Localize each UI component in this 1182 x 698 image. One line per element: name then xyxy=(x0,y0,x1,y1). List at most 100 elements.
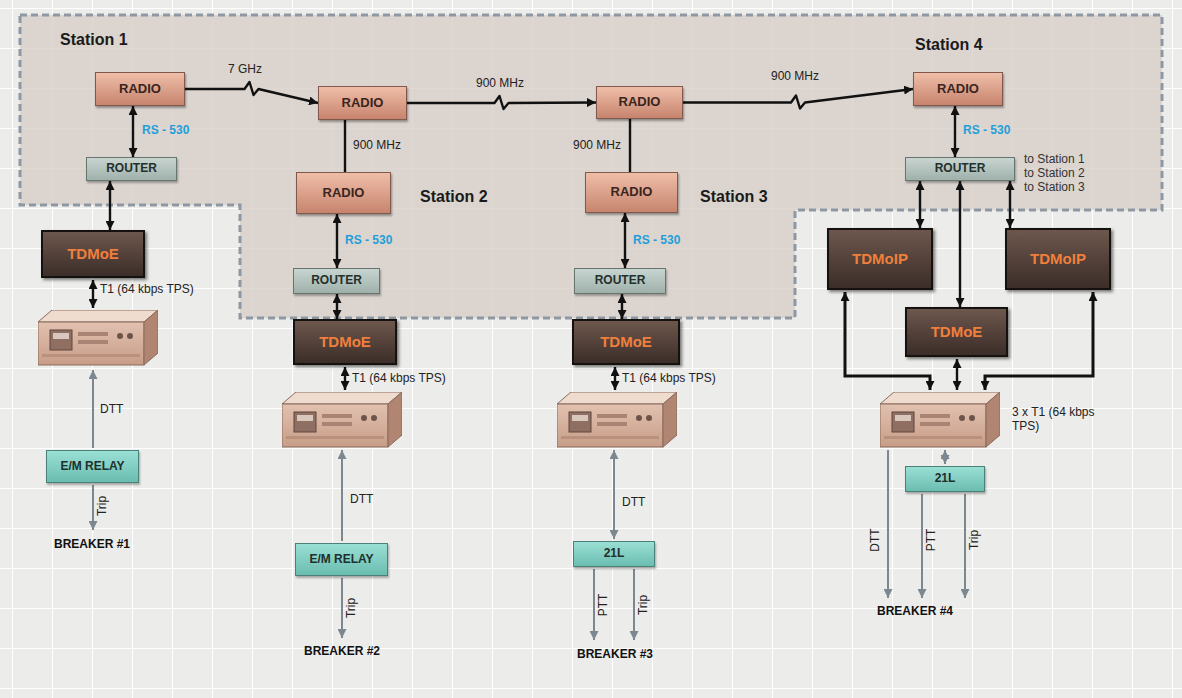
radio-box: RADIO xyxy=(913,72,1003,106)
node-text: TDMoE xyxy=(600,333,652,350)
router-box: ROUTER xyxy=(86,157,177,181)
data-link xyxy=(132,106,134,157)
trip-wire xyxy=(964,494,966,598)
interface-label: RS - 530 xyxy=(963,124,1010,138)
multiplexer xyxy=(880,392,1000,447)
breaker-label: BREAKER #3 xyxy=(577,648,653,662)
data-link xyxy=(959,181,961,307)
node-text: TDMoE xyxy=(931,323,983,340)
breaker-label: BREAKER #1 xyxy=(54,538,130,552)
frequency-label: 900 MHz xyxy=(771,70,819,84)
ptt-wire xyxy=(593,569,595,640)
dtt-wire xyxy=(613,450,615,539)
dtt-wire xyxy=(944,450,946,464)
node-text: RADIO xyxy=(342,96,384,111)
radio-link xyxy=(407,96,596,109)
node-text: TDMoIP xyxy=(852,250,908,267)
node-text: RADIO xyxy=(611,185,653,200)
node-text: RADIO xyxy=(619,95,661,110)
frequency-label: 900 MHz xyxy=(476,77,524,91)
tdm-box: TDMoE xyxy=(293,319,397,365)
data-link xyxy=(336,294,338,319)
dtt-wire xyxy=(341,450,343,541)
router-box: ROUTER xyxy=(574,268,666,294)
radio-box: RADIO xyxy=(95,72,185,106)
radio-link xyxy=(185,82,318,103)
station-label: Station 4 xyxy=(915,36,983,54)
ptt-wire xyxy=(921,494,923,598)
node-text: 21L xyxy=(604,547,625,561)
signal-label: DTT xyxy=(350,493,373,507)
relay-box: E/M RELAY xyxy=(46,450,139,483)
data-link xyxy=(1009,181,1011,228)
trip-wire xyxy=(92,485,94,530)
radio-box: RADIO xyxy=(596,86,683,119)
protection-wires xyxy=(93,370,965,640)
interface-label: RS - 530 xyxy=(633,234,680,248)
trip-wire xyxy=(341,578,343,638)
node-text: TDMoIP xyxy=(1030,250,1086,267)
relay-box: 21L xyxy=(905,466,985,492)
data-link xyxy=(109,181,111,230)
tdm-box: TDMoE xyxy=(572,319,680,365)
node-text: ROUTER xyxy=(311,274,362,288)
interface-label: RS - 530 xyxy=(142,124,189,138)
signal-label: DTT xyxy=(100,403,123,417)
tdm-box: TDMoE xyxy=(41,230,145,278)
data-link xyxy=(336,214,338,268)
multiplexer xyxy=(282,392,402,447)
data-link xyxy=(629,119,631,172)
dtt-wire xyxy=(887,450,889,598)
node-text: TDMoE xyxy=(319,333,371,350)
signal-label: T1 (64 kbps TPS) xyxy=(622,372,716,386)
signal-label: DTT xyxy=(622,496,645,510)
node-text: ROUTER xyxy=(595,274,646,288)
frequency-label: 900 MHz xyxy=(573,139,621,153)
t1-wire xyxy=(956,359,958,390)
interface-label: RS - 530 xyxy=(345,234,392,248)
router-box: ROUTER xyxy=(905,157,1015,181)
t1-wire xyxy=(344,367,346,390)
node-text: ROUTER xyxy=(106,162,157,176)
relay-box: E/M RELAY xyxy=(295,543,388,576)
trip-wire xyxy=(633,569,635,640)
signal-label: T1 (64 kbps TPS) xyxy=(352,372,446,386)
node-text: 21L xyxy=(935,472,956,486)
signal-label: Trip xyxy=(96,496,110,516)
station-label: Station 2 xyxy=(420,188,488,206)
radio-box: RADIO xyxy=(296,172,391,214)
node-text: TDMoE xyxy=(67,245,119,262)
link-label: to Station 2 xyxy=(1024,167,1085,181)
signal-label: Trip xyxy=(345,598,359,618)
frequency-label: 900 MHz xyxy=(353,139,401,153)
signal-label: PTT xyxy=(925,529,939,552)
breaker-label: BREAKER #2 xyxy=(304,645,380,659)
breaker-label: BREAKER #4 xyxy=(877,605,953,619)
node-text: ROUTER xyxy=(935,162,986,176)
multiplexer xyxy=(557,392,677,447)
signal-label: 3 x T1 (64 kbps TPS) xyxy=(1012,406,1107,434)
signal-label: Trip xyxy=(968,530,982,550)
t1-wires xyxy=(93,280,1093,390)
tdm-box: TDMoIP xyxy=(827,228,933,290)
multiplexer xyxy=(38,310,158,365)
data-link xyxy=(621,294,623,319)
station-label: Station 3 xyxy=(700,188,768,206)
tdm-box: TDMoIP xyxy=(1005,228,1111,290)
node-text: RADIO xyxy=(323,186,365,201)
relay-box: 21L xyxy=(573,541,655,567)
t1-wire xyxy=(614,367,616,390)
signal-label: PTT xyxy=(597,594,611,617)
signal-label: T1 (64 kbps TPS) xyxy=(100,283,194,297)
data-link xyxy=(919,181,921,228)
node-text: E/M RELAY xyxy=(60,460,124,474)
network-region xyxy=(20,15,1162,318)
radio-link xyxy=(683,89,913,109)
data-link xyxy=(344,120,346,172)
frequency-label: 7 GHz xyxy=(228,63,262,77)
data-link xyxy=(954,106,956,157)
